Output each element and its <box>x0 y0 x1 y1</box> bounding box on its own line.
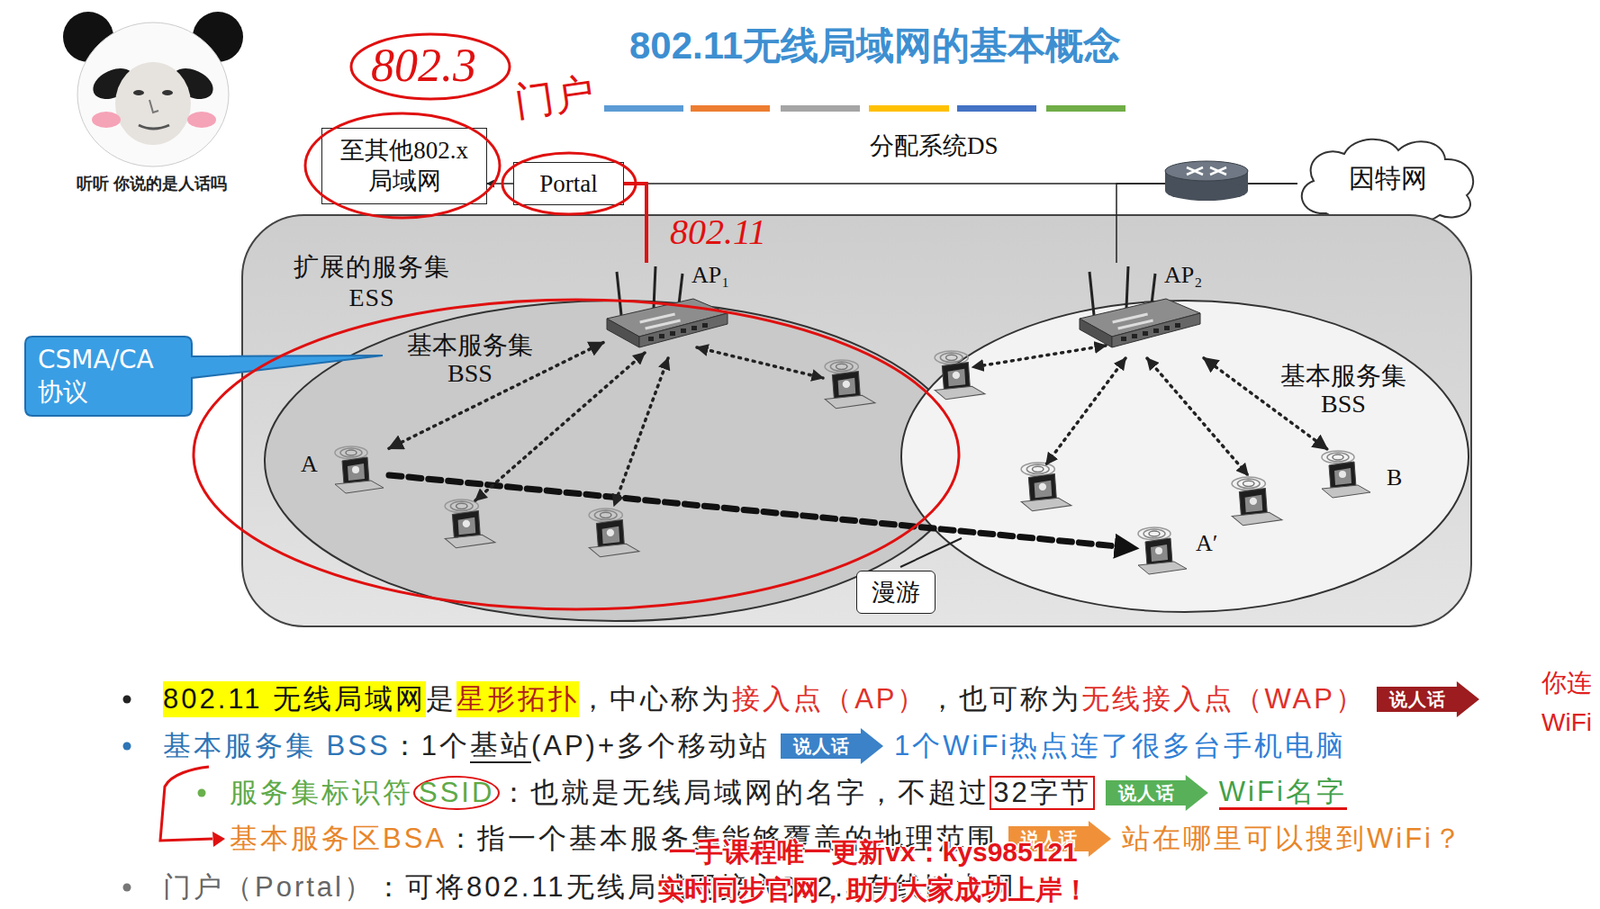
red-handwritten-marks <box>193 34 959 610</box>
edge-label-wrap: 分配系统DS <box>869 131 999 161</box>
badge-text: 说人话 <box>1118 784 1176 803</box>
bss-ellipse: 基本服务集 BSSAP₂A′B <box>899 298 1471 615</box>
ess-region: 扩展的服务集 ESS 基本服务集 BSS AP₁ A 基本服务集 BSS AP₂ A′ B 漫游 <box>241 214 1473 628</box>
laptop-device <box>1138 527 1187 575</box>
internet-cloud: 因特网 <box>1290 132 1485 225</box>
badge-text: 说人话 <box>1389 690 1447 709</box>
callout-outline <box>25 336 383 416</box>
wireless-links <box>475 345 1248 507</box>
label-wrap: 实时同步官网，助力大家成功上岸！ <box>504 875 1243 907</box>
connector <box>487 182 514 185</box>
node-text: Portal <box>539 169 598 199</box>
bullet-text: 是 <box>425 681 457 718</box>
access-point: AP₂ <box>1075 262 1204 360</box>
router-icon <box>1165 161 1248 201</box>
connector <box>388 343 604 450</box>
bullet-text: 站在哪里可以搜到WiFi？ <box>1121 821 1465 858</box>
bullet-line: 基本服务集 BSS：1个基站(AP)+多个移动站 说人话 1个WiFi热点连了很多台… <box>162 728 1347 765</box>
ellipse-shape <box>899 298 1471 615</box>
protocol-callout: CSMA/CA 协议 <box>25 336 195 416</box>
bullet-text: (AP)+多个移动站 <box>531 728 770 765</box>
node-text: A′ <box>1195 531 1227 558</box>
bullet-text: WiFi名字 <box>1219 776 1347 811</box>
node-text: CSMA/CA 协议 <box>37 343 182 410</box>
ellipse-outline <box>264 300 966 622</box>
bullet-text: ：也就是无线局域网的名字，不超过 <box>499 775 990 812</box>
bullet-text: 802.11 无线局域网 <box>162 681 426 718</box>
cloud-outline <box>1301 139 1474 224</box>
connector <box>1203 358 1328 450</box>
ellipse-outline <box>901 300 1469 613</box>
label-wrap: 门户 <box>515 75 595 119</box>
bullet-text: 基本服务区BSA <box>229 821 447 858</box>
watermark: 实时同步官网，助力大家成功上岸！ <box>504 875 1243 907</box>
roaming-box: 漫游 <box>856 570 936 615</box>
annotation: WiFi <box>1541 707 1592 739</box>
bullet-text: ，中心称为 <box>578 681 733 718</box>
bullet-text: 基本服务集 BSS <box>162 728 391 765</box>
node-text: B <box>1386 465 1409 492</box>
bullet-text: 32字节 <box>989 776 1094 811</box>
bullet-text: 服务集标识符 <box>229 775 414 812</box>
label-wrap: 你连 <box>1541 668 1592 699</box>
bullet-text: 基站 <box>470 729 532 764</box>
label-wrap: 听听 你说的是人话吗 <box>52 174 253 195</box>
bullet-line: 802.11 无线局域网是星形拓扑，中心称为接入点（AP），也可称为无线接入点（… <box>162 681 1491 718</box>
bullet-text: 1个WiFi热点连了很多台手机电脑 <box>894 728 1347 765</box>
station-laptop: A′ <box>1134 524 1229 582</box>
speak-badge: 说人话 <box>1376 681 1480 718</box>
annotation: 门户 <box>512 70 597 125</box>
speak-badge: 说人话 <box>1105 775 1209 812</box>
lan-box: 至其他802.x 局域网 <box>321 127 488 205</box>
bullet-text: ：1个 <box>390 728 471 765</box>
node-text: 基本服务集 BSS <box>1275 361 1411 418</box>
bullet-text: 无线接入点（WAP） <box>1081 681 1366 718</box>
connector <box>623 183 647 263</box>
speak-badge: 说人话 <box>780 728 884 765</box>
bullet-text: ，也可称为 <box>928 681 1082 718</box>
bullet-text: 星形拓扑 <box>456 681 579 718</box>
node-text: AP₂ <box>1164 262 1204 290</box>
edge-label: 分配系统DS <box>869 131 999 161</box>
node-text: 至其他802.x 局域网 <box>332 135 477 198</box>
annotation: 你连 <box>1541 668 1592 699</box>
title: 802.11无线局域网的基本概念 <box>515 23 1236 69</box>
edge-label-wrap: 802.11 <box>669 212 767 253</box>
connector <box>388 475 1135 549</box>
bullet-line: 服务集标识符SSID：也就是无线局域网的名字，不超过32字节 说人话 WiFi名字 <box>229 775 1347 812</box>
node-text: AP₁ <box>691 262 732 290</box>
portal-box: Portal <box>513 162 624 206</box>
label-wrap: 802.3 <box>370 39 477 91</box>
laptop-device <box>1321 451 1371 498</box>
bullet-text: 门户（Portal） <box>162 869 375 906</box>
label-wrap: WiFi <box>1541 707 1592 739</box>
node-text: 漫游 <box>871 578 921 607</box>
node-text: 因特网 <box>1348 162 1428 195</box>
panda-meme <box>63 11 244 167</box>
station-laptop: B <box>1318 449 1412 506</box>
laptop-device <box>334 446 384 494</box>
badge-text: 说人话 <box>793 737 850 756</box>
title-wrap: 802.11无线局域网的基本概念 <box>515 23 1236 69</box>
title-color-bar <box>604 105 1126 112</box>
roaming-leader <box>900 538 962 568</box>
node-text: 扩展的服务集 ESS <box>286 252 458 313</box>
label-wrap: 一手课程唯一更新vx：kys985121 <box>504 837 1243 869</box>
bullet-text: SSID <box>413 776 500 811</box>
station-laptop: A <box>298 442 389 499</box>
node-text: A <box>300 451 323 479</box>
annotation: 802.3 <box>370 39 477 91</box>
bullet-text: 接入点（AP） <box>732 681 928 718</box>
meme-caption: 听听 你说的是人话吗 <box>52 174 253 195</box>
red-bracket-annotation <box>160 767 226 848</box>
edge-label: 802.11 <box>669 212 767 253</box>
laptop-icons <box>444 351 1283 558</box>
node-text: 基本服务集 BSS <box>402 331 538 388</box>
watermark: 一手课程唯一更新vx：kys985121 <box>504 837 1243 869</box>
